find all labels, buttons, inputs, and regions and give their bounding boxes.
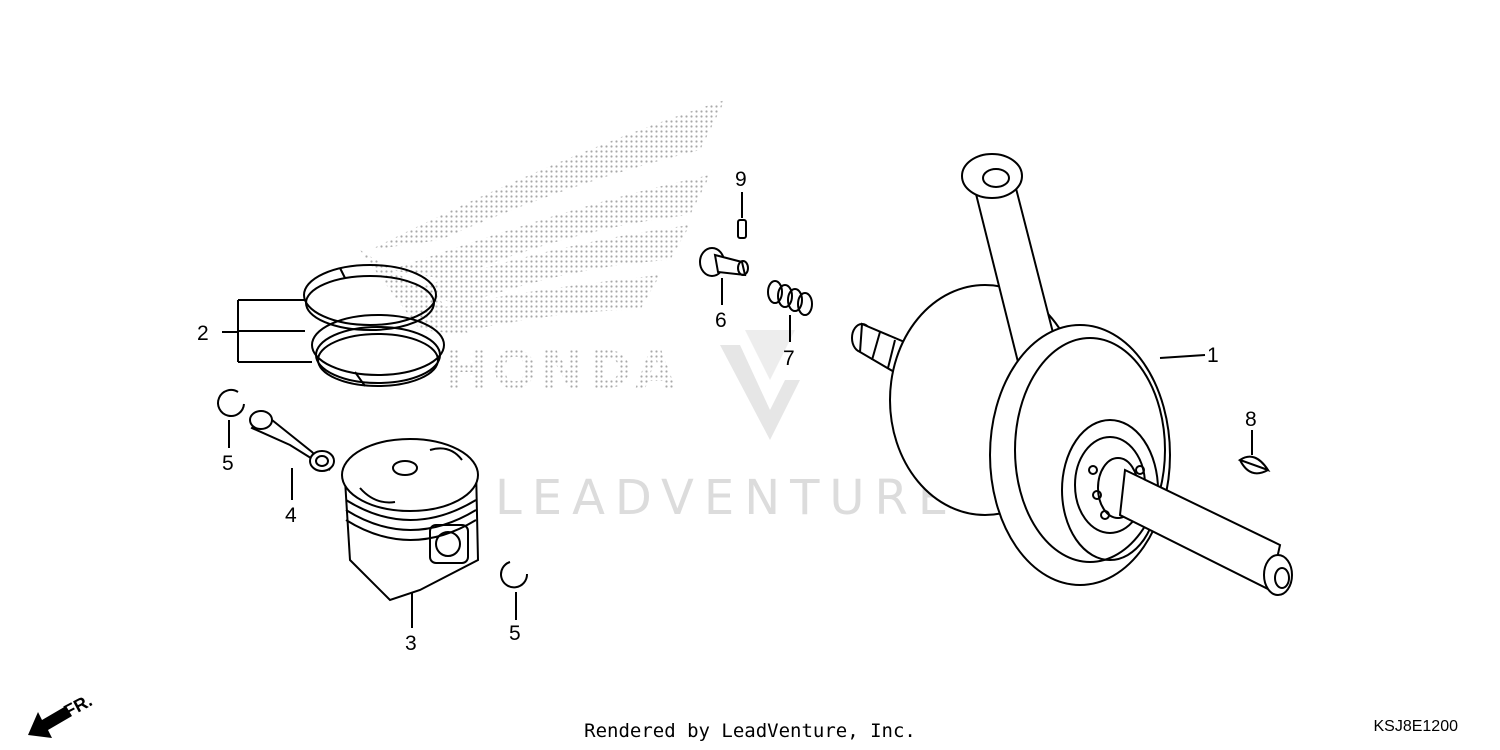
diagram-code: KSJ8E1200 — [1373, 718, 1458, 735]
callout-1: 1 — [1207, 344, 1219, 367]
callout-9: 9 — [735, 168, 747, 191]
callout-7: 7 — [783, 347, 795, 370]
piston — [341, 438, 480, 602]
callout-8: 8 — [1245, 408, 1257, 431]
callout-5-right: 5 — [509, 622, 521, 645]
spring — [767, 280, 813, 316]
pin-clip-left — [217, 389, 245, 417]
callout-4: 4 — [285, 504, 297, 527]
honda-watermark-text: HONDA — [445, 341, 680, 401]
callout-6: 6 — [715, 309, 727, 332]
pin-9 — [737, 219, 747, 239]
leader-lines — [222, 192, 1253, 628]
pin-clip-right — [500, 561, 529, 589]
crankshaft — [851, 153, 1293, 596]
woodruff-key — [1237, 455, 1271, 475]
piston-pin — [249, 410, 335, 472]
callout-3: 3 — [405, 632, 417, 655]
leadventure-watermark-text: LEADVENTURE — [495, 470, 958, 526]
leadventure-watermark: LEADVENTURE — [495, 330, 958, 526]
honda-wing-watermark: HONDA — [360, 100, 725, 401]
callout-5-left: 5 — [222, 452, 234, 475]
bolt — [699, 247, 749, 277]
piston-rings — [303, 264, 445, 387]
render-credit: Rendered by LeadVenture, Inc. — [584, 720, 916, 742]
callout-2: 2 — [197, 322, 209, 345]
